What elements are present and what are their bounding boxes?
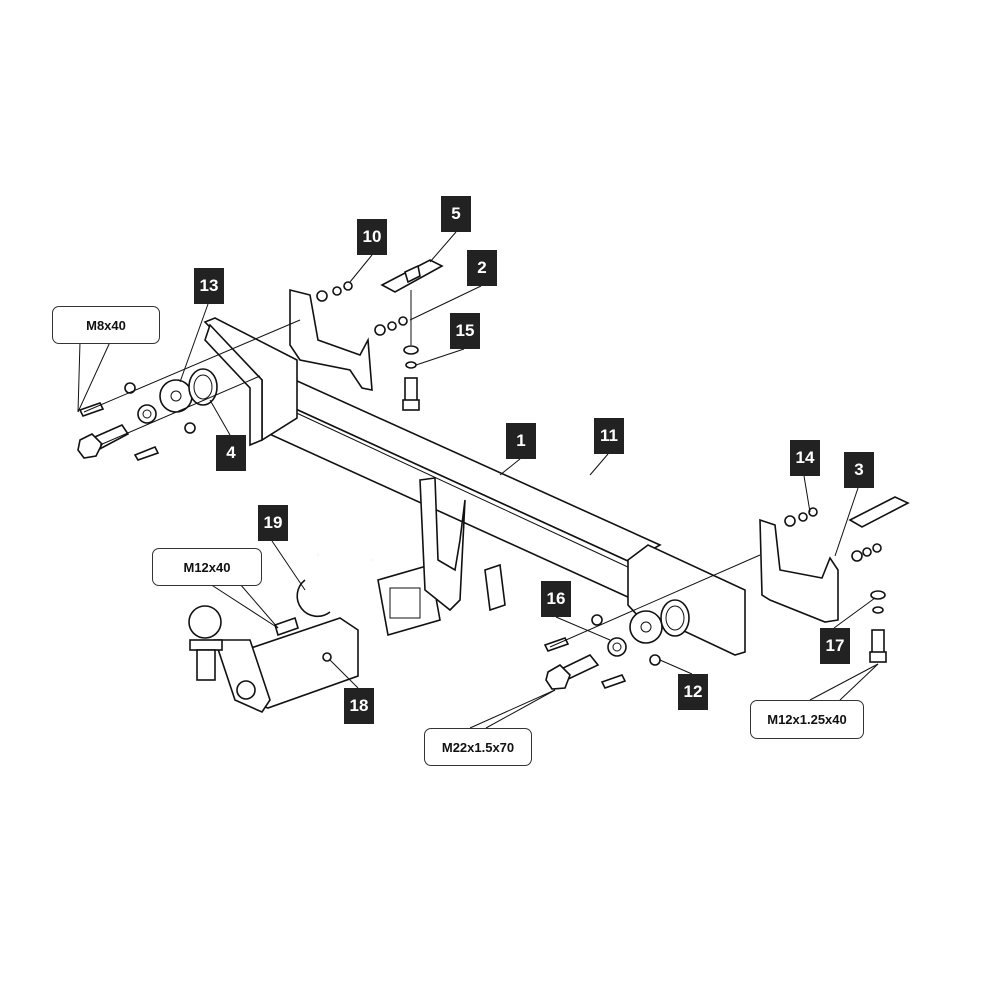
right-bracket <box>627 518 839 656</box>
left-bracket <box>203 288 373 447</box>
callout-m22x1-5x70: M22x1.5x70 <box>424 728 532 766</box>
part-label-19: 19 <box>258 505 288 541</box>
leader-lines <box>77 231 879 729</box>
part-label-1: 1 <box>506 423 536 459</box>
callout-m8x40: M8x40 <box>52 306 160 344</box>
part-label-2: 2 <box>467 250 497 286</box>
right-hardware <box>543 496 910 690</box>
part-label-4: 4 <box>216 435 246 471</box>
part-label-18: 18 <box>344 688 374 724</box>
part-label-15: 15 <box>450 313 480 349</box>
ball-mount <box>188 537 374 714</box>
part-label-5: 5 <box>441 196 471 232</box>
part-label-12: 12 <box>678 674 708 710</box>
callout-m12x1-25x40: M12x1.25x40 <box>750 700 864 739</box>
part-label-3: 3 <box>844 452 874 488</box>
receiver <box>377 477 506 637</box>
part-label-16: 16 <box>541 581 571 617</box>
callout-m12x40: M12x40 <box>152 548 262 586</box>
left-hardware <box>77 319 301 461</box>
top-plate-hardware <box>316 259 444 411</box>
part-label-13: 13 <box>194 268 224 304</box>
part-label-11: 11 <box>594 418 624 454</box>
part-label-14: 14 <box>790 440 820 476</box>
part-label-17: 17 <box>820 628 850 664</box>
part-label-10: 10 <box>357 219 387 255</box>
